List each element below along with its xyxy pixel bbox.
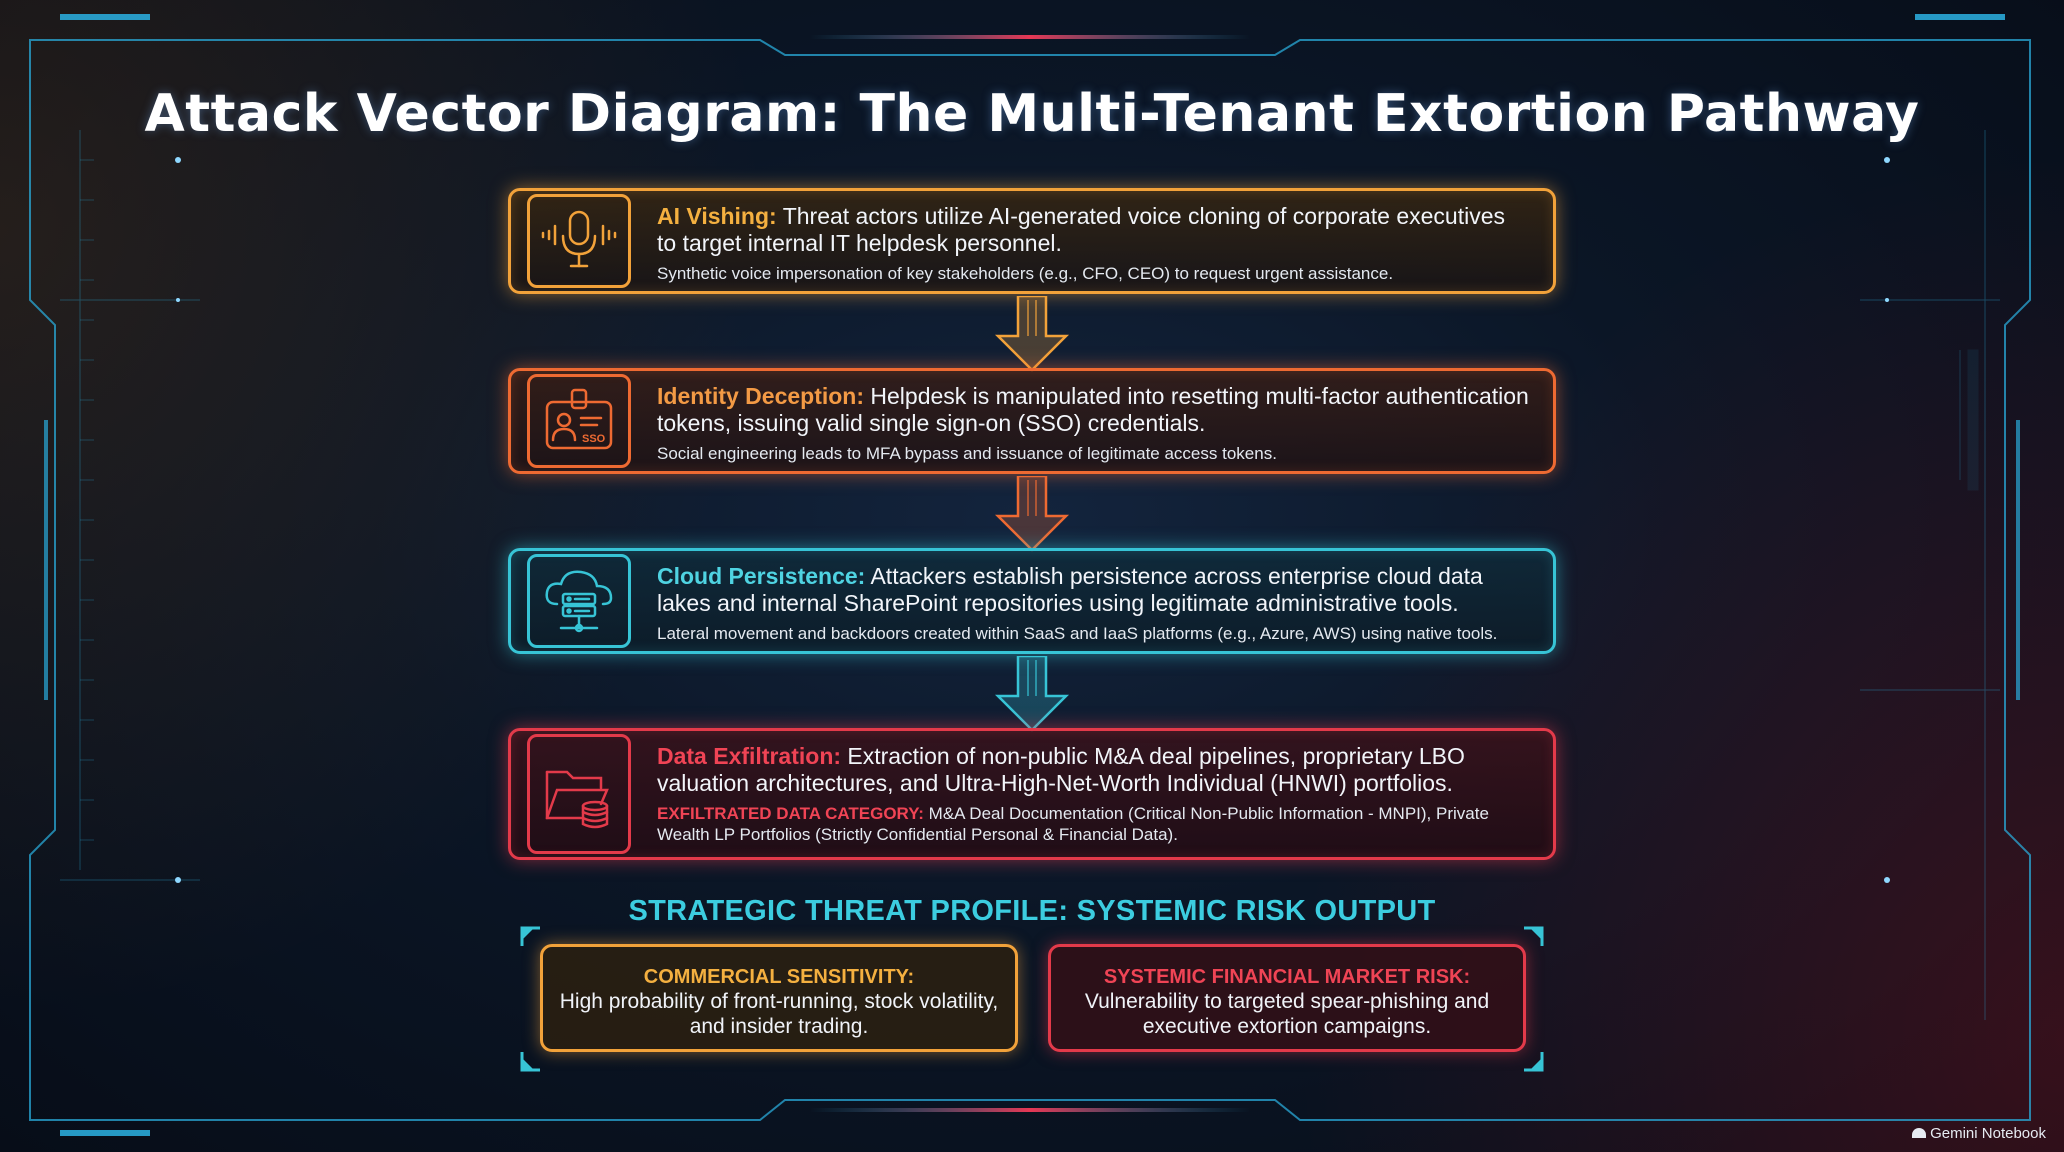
- step-text: Helpdesk is manipulated into resetting m…: [657, 383, 1529, 436]
- profile-box-heading: COMMERCIAL SENSITIVITY:: [643, 966, 915, 988]
- id-badge-label: SSO: [582, 433, 606, 445]
- systemic-risk-box: SYSTEMIC FINANCIAL MARKET RISK: Vulnerab…: [1048, 944, 1526, 1052]
- step-card-ai-vishing: AI Vishing: Threat actors utilize AI-gen…: [508, 188, 1556, 294]
- step-text: Extraction of non-public M&A deal pipeli…: [657, 743, 1465, 796]
- id-badge-icon: SSO: [527, 374, 631, 468]
- step-text: Threat actors utilize AI-generated voice…: [657, 203, 1506, 256]
- cloud-server-icon: [527, 554, 631, 648]
- step-heading: Cloud Persistence:: [657, 563, 866, 589]
- step-detail: M&A Deal Documentation (Critical Non-Pub…: [657, 804, 1489, 844]
- step-card-identity-deception: SSO Identity Deception: Helpdesk is mani…: [508, 368, 1556, 474]
- flow-arrow-down-icon: [994, 656, 1070, 732]
- threat-profile-title: STRATEGIC THREAT PROFILE: SYSTEMIC RISK …: [628, 895, 1436, 927]
- step-detail: Lateral movement and backdoors created w…: [657, 624, 1498, 643]
- flow-arrow-down-icon: [994, 296, 1070, 372]
- microphone-icon: [527, 194, 631, 288]
- profile-box-text: Vulnerability to targeted spear-phishing…: [1084, 990, 1490, 1038]
- step-detail: Social engineering leads to MFA bypass a…: [657, 444, 1277, 463]
- commercial-sensitivity-box: COMMERCIAL SENSITIVITY: High probability…: [540, 944, 1018, 1052]
- profile-box-text: High probability of front-running, stock…: [559, 990, 999, 1038]
- step-text: Attackers establish persistence across e…: [657, 563, 1483, 616]
- step-heading: Identity Deception:: [657, 383, 865, 409]
- folder-database-icon: [527, 734, 631, 854]
- page-title: Attack Vector Diagram: The Multi-Tenant …: [144, 84, 1920, 144]
- gemini-logo-icon: [1912, 1128, 1927, 1138]
- flow-arrow-down-icon: [994, 476, 1070, 552]
- step-card-data-exfiltration: Data Exfiltration: Extraction of non-pub…: [508, 728, 1556, 860]
- gemini-notebook-badge: Gemini Notebook: [1912, 1125, 2046, 1142]
- step-detail: Synthetic voice impersonation of key sta…: [657, 264, 1394, 283]
- exfiltrated-category-label: EXFILTRATED DATA CATEGORY:: [657, 804, 924, 823]
- watermark-label: Gemini Notebook: [1930, 1125, 2046, 1142]
- step-card-cloud-persistence: Cloud Persistence: Attackers establish p…: [508, 548, 1556, 654]
- step-heading: AI Vishing:: [657, 203, 777, 229]
- step-heading: Data Exfiltration:: [657, 743, 842, 769]
- profile-box-heading: SYSTEMIC FINANCIAL MARKET RISK:: [1103, 966, 1471, 988]
